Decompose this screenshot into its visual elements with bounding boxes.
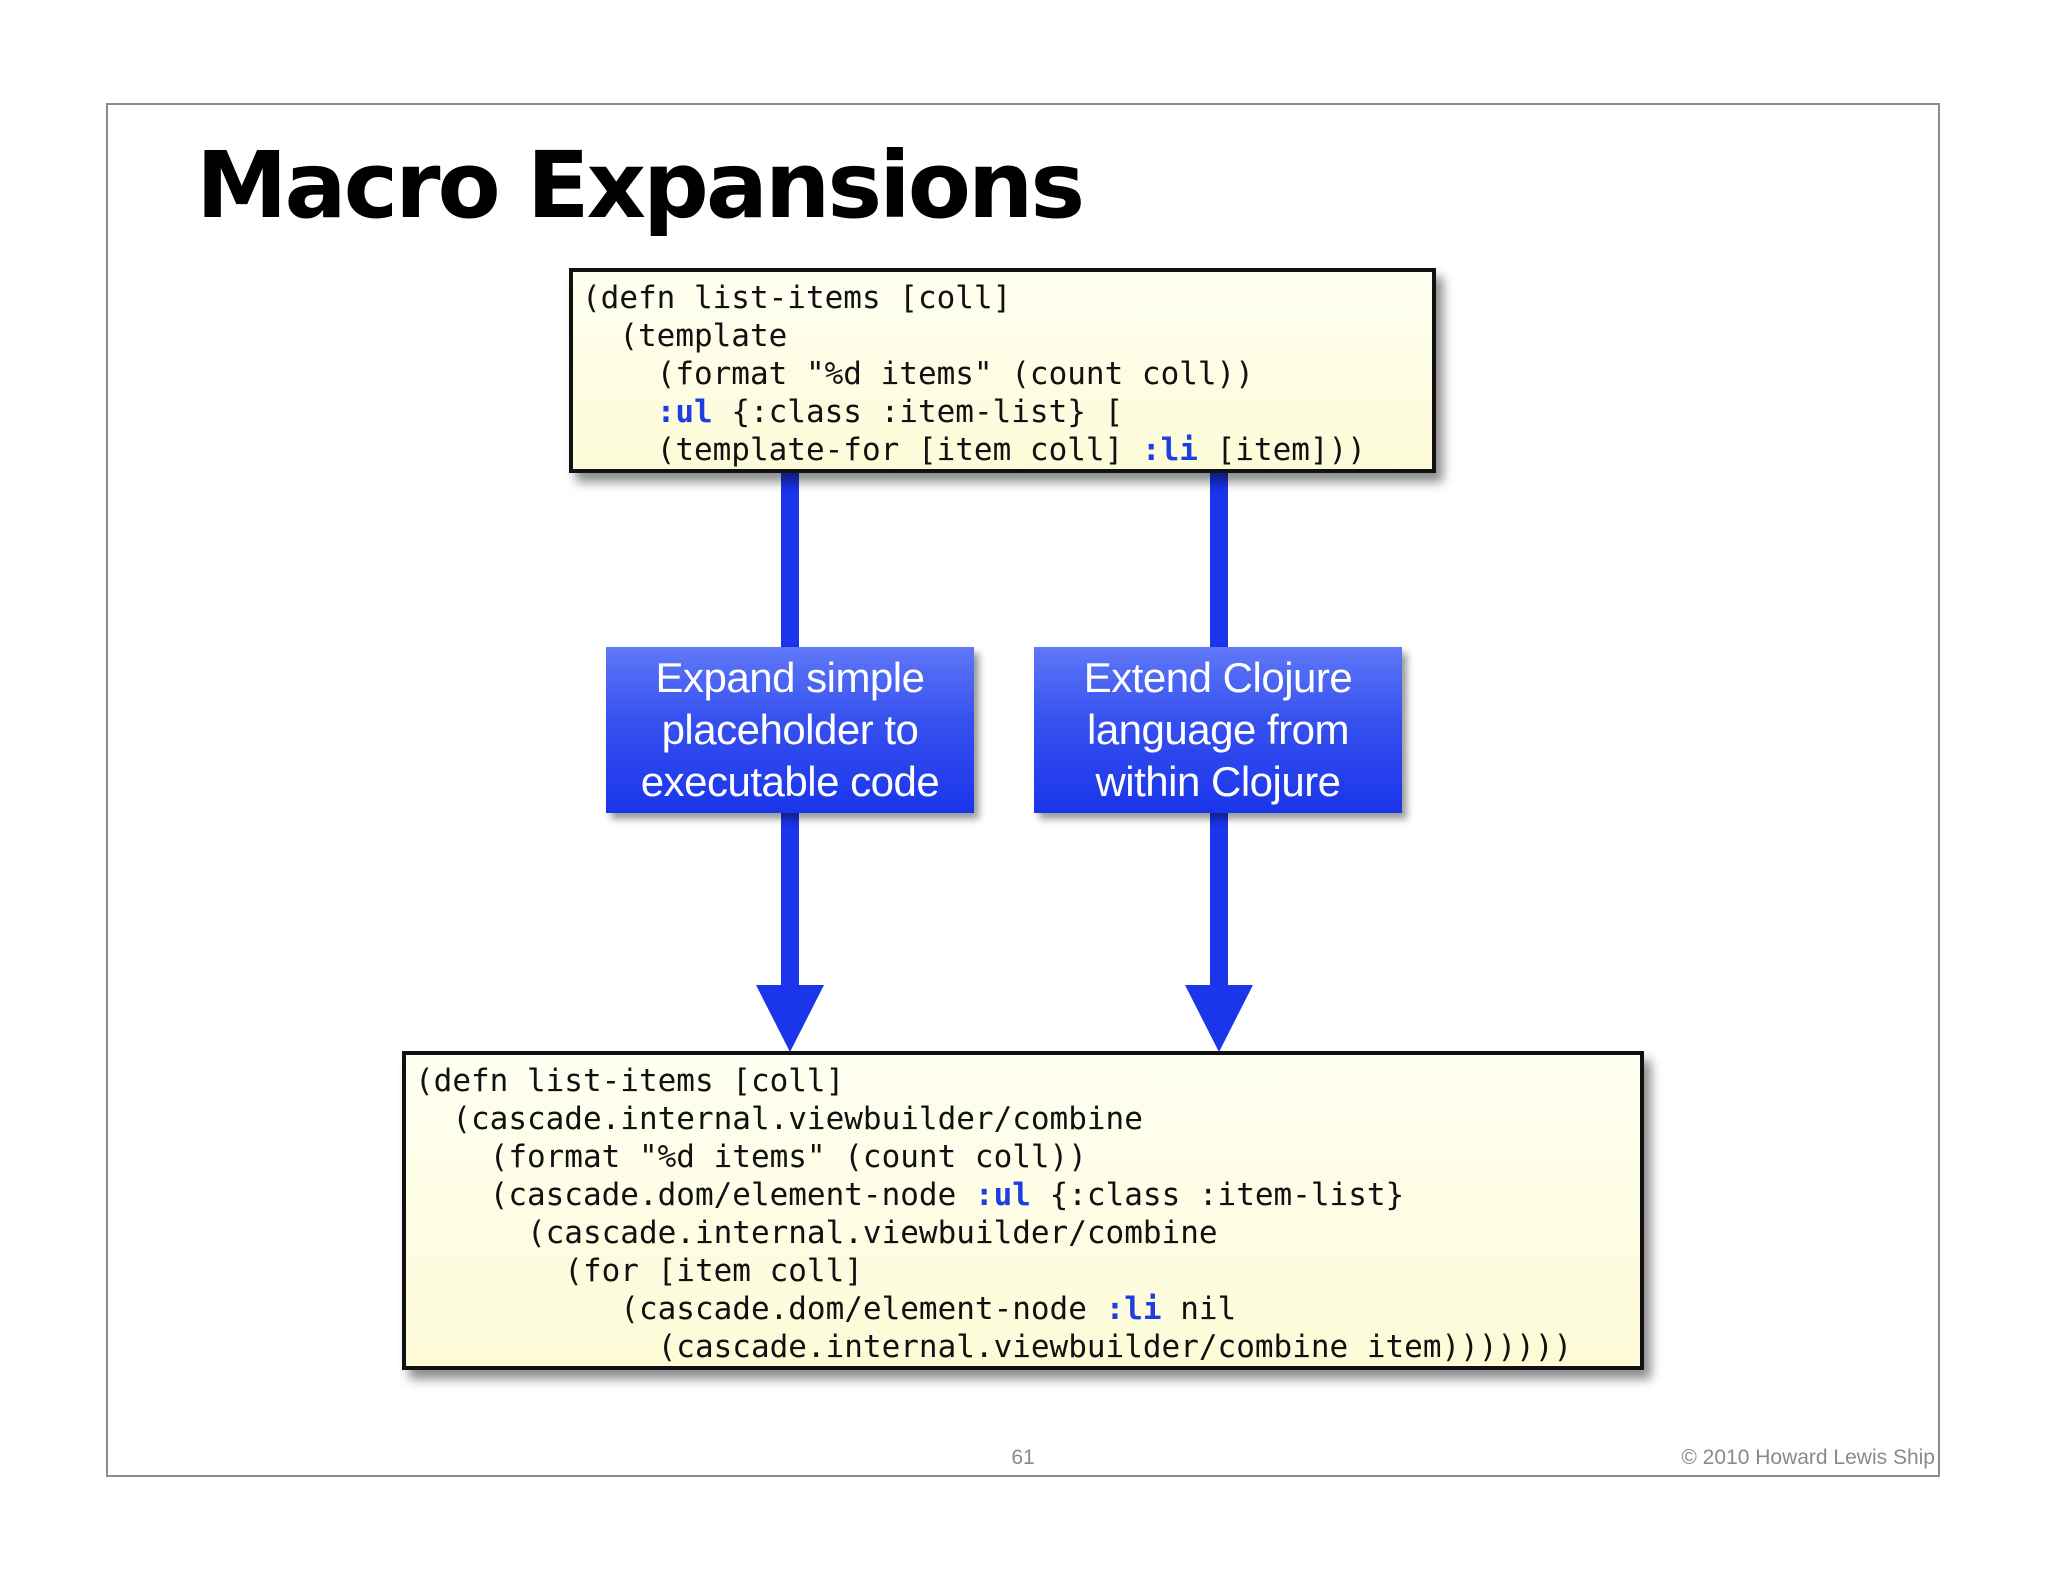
code-text: (template [582, 318, 788, 354]
code-text: (for [item coll] [415, 1253, 863, 1289]
code-text: (cascade.internal.viewbuilder/combine [415, 1215, 1218, 1251]
expand-placeholder-callout: Expand simple placeholder to executable … [606, 647, 974, 813]
expanded-code-lines: (defn list-items [coll] (cascade.interna… [415, 1062, 1640, 1366]
code-text: (cascade.internal.viewbuilder/combine it… [415, 1329, 1573, 1365]
code-line: (defn list-items [coll] [582, 279, 1432, 317]
code-text: (format "%d items" (count coll)) [415, 1139, 1087, 1175]
page-number: 61 [1011, 1446, 1035, 1469]
code-line: (format "%d items" (count coll)) [415, 1138, 1640, 1176]
copyright-notice: © 2010 Howard Lewis Ship [1681, 1446, 1935, 1469]
expanded-code-box: (defn list-items [coll] (cascade.interna… [402, 1051, 1644, 1370]
code-text: (cascade.dom/element-node [415, 1177, 975, 1213]
code-line: (cascade.internal.viewbuilder/combine [415, 1100, 1640, 1138]
code-text [582, 394, 657, 430]
code-text: (defn list-items [coll] [582, 280, 1012, 316]
code-text: {:class :item-list} [ [712, 394, 1124, 430]
code-text: (template-for [item coll] [582, 432, 1142, 468]
code-line: (template-for [item coll] :li [item])) [582, 431, 1432, 469]
code-text: {:class :item-list} [1030, 1177, 1405, 1213]
extend-clojure-callout-text: Extend Clojure language from within Cloj… [1083, 654, 1353, 805]
extend-clojure-callout: Extend Clojure language from within Cloj… [1034, 647, 1402, 813]
code-keyword: :ul [656, 394, 713, 430]
code-line: (cascade.dom/element-node :li nil [415, 1290, 1640, 1328]
code-text: (defn list-items [coll] [415, 1063, 845, 1099]
code-line: (for [item coll] [415, 1252, 1640, 1290]
right-arrow-head [1185, 985, 1253, 1052]
code-keyword: :li [1141, 432, 1198, 468]
code-line: (cascade.internal.viewbuilder/combine [415, 1214, 1640, 1252]
code-text: (format "%d items" (count coll)) [582, 356, 1254, 392]
code-keyword: :li [1105, 1291, 1162, 1327]
expand-placeholder-callout-text: Expand simple placeholder to executable … [640, 654, 940, 805]
code-text: [item])) [1197, 432, 1366, 468]
code-line: :ul {:class :item-list} [ [582, 393, 1432, 431]
code-line: (defn list-items [coll] [415, 1062, 1640, 1100]
code-line: (cascade.dom/element-node :ul {:class :i… [415, 1176, 1640, 1214]
code-text: nil [1161, 1291, 1237, 1327]
code-text: (cascade.dom/element-node [415, 1291, 1106, 1327]
slide-title: Macro Expansions [196, 132, 1085, 239]
code-line: (cascade.internal.viewbuilder/combine it… [415, 1328, 1640, 1366]
code-line: (template [582, 317, 1432, 355]
code-line: (format "%d items" (count coll)) [582, 355, 1432, 393]
code-text: (cascade.internal.viewbuilder/combine [415, 1101, 1143, 1137]
source-code-box: (defn list-items [coll] (template (forma… [569, 268, 1436, 473]
source-code-lines: (defn list-items [coll] (template (forma… [582, 279, 1432, 469]
code-keyword: :ul [974, 1177, 1031, 1213]
left-arrow-head [756, 985, 824, 1052]
